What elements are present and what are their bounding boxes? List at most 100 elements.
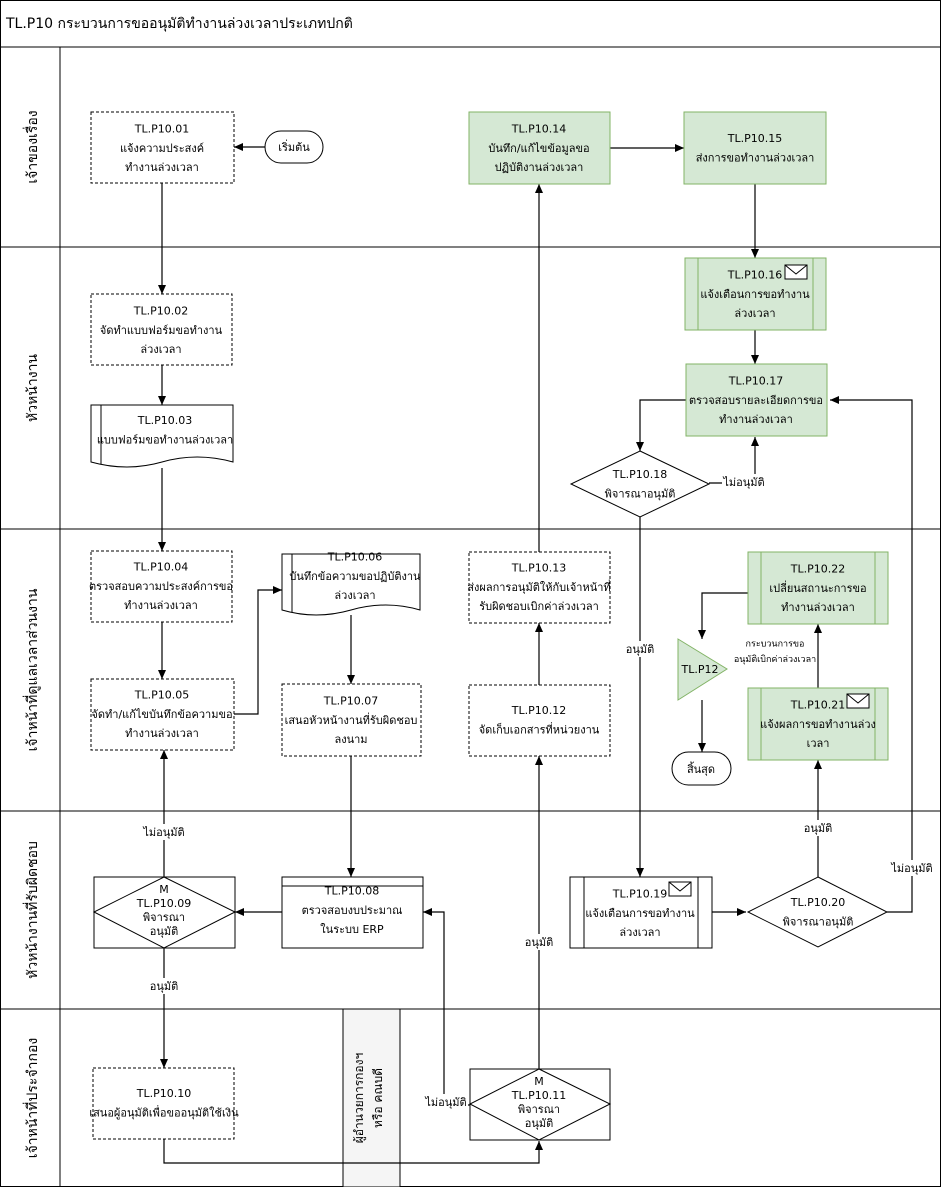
- edges: [158, 143, 913, 1164]
- node-text-line: TL.P10.16: [727, 269, 782, 282]
- node-text-p12: TL.P10.12จัดเก็บเอกสารที่หน่วยงาน: [479, 704, 600, 736]
- sub-lane-director: ผู้อำนวยการกองฯ หรือ คณบดี: [342, 1008, 401, 1187]
- process-p07: [281, 683, 422, 757]
- node-text-line: ล่วงเวลา: [140, 343, 181, 356]
- subprocess-p22: [747, 551, 889, 625]
- node-text-line: แจ้งเตือนการขอทำงาน: [700, 288, 810, 301]
- node-text-line: แจ้งผลการขอทำงานล่วง: [760, 718, 876, 731]
- sub-lane-label-line2: หรือ คณบดี: [371, 1068, 385, 1128]
- node-text-line: บันทึกข้อความขอปฏิบัติงาน: [289, 570, 421, 583]
- lane-label-head: หัวหน้างาน: [25, 354, 41, 422]
- node-text-line: TL.P10.14: [511, 123, 566, 136]
- node-text-line: TL.P10.18: [612, 468, 667, 481]
- process-p10: [92, 1067, 235, 1140]
- mail-icon: [846, 693, 870, 709]
- node-text-p13: TL.P10.13 ส่งผลการอนุมัติให้กับเจ้าหน้าที…: [467, 562, 610, 614]
- node-text-line: จัดทำ/แก้ไขบันทึกข้อความขอ: [91, 708, 232, 721]
- node-text-p05: TL.P10.05จัดทำ/แก้ไขบันทึกข้อความขอทำงาน…: [91, 689, 232, 741]
- node-text-line: TL.P10.03: [137, 414, 192, 427]
- node-text-line: TL.P10.12: [511, 704, 566, 717]
- node-text-line: TL.P10.04: [133, 561, 188, 574]
- node-text-p17: TL.P10.17ตรวจสอบรายละเอียดการขอทำงานล่วง…: [689, 375, 823, 427]
- process-p01: [90, 111, 235, 184]
- process-p04: [90, 550, 233, 623]
- document-p03: [90, 404, 234, 468]
- node-text-line: TL.P10.11: [511, 1089, 566, 1102]
- node-text-p04: TL.P10.04ตรวจสอบความประสงค์การขอทำงานล่ว…: [89, 561, 233, 613]
- node-text-line: ล่วงเวลา: [734, 307, 775, 320]
- edge-label-p18-no: ไม่อนุมัติ: [722, 476, 764, 489]
- node-text-tlp12-note: กระบวนการขออนุมัติเบิกค่าล่วงเวลา: [734, 639, 816, 665]
- node-text-line: อนุมัติ: [150, 925, 179, 938]
- lane-label-owner: เจ้าของเรื่อง: [23, 110, 41, 183]
- node-text-line: พิจารณา: [143, 911, 185, 924]
- node-text-line: อนุมัติเบิกค่าล่วงเวลา: [734, 654, 816, 665]
- edge-label-p11-yes: อนุมัติ: [525, 936, 554, 949]
- node-text-p09: MTL.P10.09พิจารณาอนุมัติ: [136, 883, 191, 938]
- node-text-p20: TL.P10.20พิจารณาอนุมัติ: [783, 896, 854, 928]
- node-text-p02: TL.P10.02จัดทำแบบฟอร์มขอทำงานล่วงเวลา: [100, 305, 223, 357]
- node-text-line: TL.P10.07: [323, 695, 378, 708]
- node-text-line: TL.P10.01: [134, 123, 189, 136]
- node-text-line: ลงนาม: [334, 733, 367, 746]
- end-label: สิ้นสุด: [687, 761, 715, 776]
- mail-icon: [668, 881, 692, 897]
- node-text-line: M: [534, 1075, 544, 1088]
- node-text-line: พิจารณาอนุมัติ: [605, 487, 676, 500]
- subprocess-p16: [684, 257, 827, 331]
- node-text-line: พิจารณา: [518, 1103, 560, 1116]
- start-terminator: [264, 130, 324, 164]
- node-text-line: TL.P10.10: [136, 1087, 191, 1100]
- node-text-line: TL.P10.08: [324, 885, 379, 898]
- node-text-line: บันทึก/แก้ไขข้อมูลขอ: [488, 142, 589, 155]
- node-text-line: ส่งผลการอนุมัติให้กับเจ้าหน้าที่: [467, 579, 610, 594]
- node-text-line: ทำงานล่วงเวลา: [781, 601, 855, 614]
- process-p15: [683, 111, 827, 185]
- node-text-line: TL.P10.19: [612, 888, 667, 901]
- node-text-line: ปฏิบัติงานล่วงเวลา: [495, 161, 584, 174]
- node-text-line: เสนอผู้อนุมัติเพื่อขออนุมัติใช้เงิน: [89, 1104, 239, 1119]
- node-text-line: แจ้งเตือนการขอทำงาน: [585, 907, 695, 920]
- node-text-line: พิจารณาอนุมัติ: [783, 915, 854, 928]
- node-text-line: ล่วงเวลา: [334, 589, 375, 602]
- node-text-line: ตรวจสอบรายละเอียดการขอ: [689, 394, 823, 407]
- edge-label-p18-yes: อนุมัติ: [626, 643, 655, 656]
- document-p06: [281, 553, 421, 616]
- node-text-line: TL.P10.22: [790, 563, 845, 576]
- node-text-line: ตรวจสอบงบประมาณ: [302, 904, 403, 917]
- node-text-line: รับผิดชอบเบิกค่าล่วงเวลา: [479, 600, 599, 613]
- node-text-line: TL.P10.21: [790, 699, 845, 712]
- node-text-p21: TL.P10.21 แจ้งผลการขอทำงานล่วงเวลา: [760, 699, 876, 751]
- node-text-line: จัดทำแบบฟอร์มขอทำงาน: [100, 324, 223, 337]
- process-p05: [90, 678, 235, 751]
- edge-label-p09-no: ไม่อนุมัติ: [142, 826, 184, 839]
- lane-label-officer: เจ้าหน้าที่ดูแลเวลาส่วนงาน: [23, 588, 41, 751]
- lane-label-budget: หัวหน้างานที่รับผิดชอบ: [23, 841, 41, 979]
- process-p08: [281, 876, 424, 949]
- decision-p09: [92, 876, 237, 949]
- process-p13: [468, 551, 611, 624]
- node-text-line: TL.P10.13: [511, 562, 566, 575]
- node-text-p06: TL.P10.06บันทึกข้อความขอปฏิบัติงานล่วงเว…: [289, 551, 421, 603]
- node-text-line: เสนอหัวหน้างานที่รับผิดชอบ: [285, 712, 418, 727]
- node-text-line: แจ้งความประสงค์: [120, 142, 204, 155]
- decision-p20: [746, 876, 889, 948]
- node-text-line: M: [159, 883, 169, 896]
- node-text-line: อนุมัติ: [525, 1117, 554, 1130]
- node-text-p11: MTL.P10.11พิจารณาอนุมัติ: [511, 1075, 566, 1130]
- node-text-line: กระบวนการขอ: [746, 639, 805, 649]
- node-text-line: เวลา: [807, 737, 830, 750]
- edge-label-p11-no: ไม่อนุมัติ: [424, 1096, 466, 1109]
- edge-label-p20-yes: อนุมัติ: [804, 822, 833, 835]
- node-text-p10: TL.P10.10 เสนอผู้อนุมัติเพื่อขออนุมัติใช้…: [89, 1087, 239, 1119]
- node-text-tlp12: TL.P12: [681, 663, 719, 676]
- node-text-line: TL.P10.05: [134, 689, 189, 702]
- node-text-line: ส่งการขอทำงานล่วงเวลา: [696, 151, 815, 164]
